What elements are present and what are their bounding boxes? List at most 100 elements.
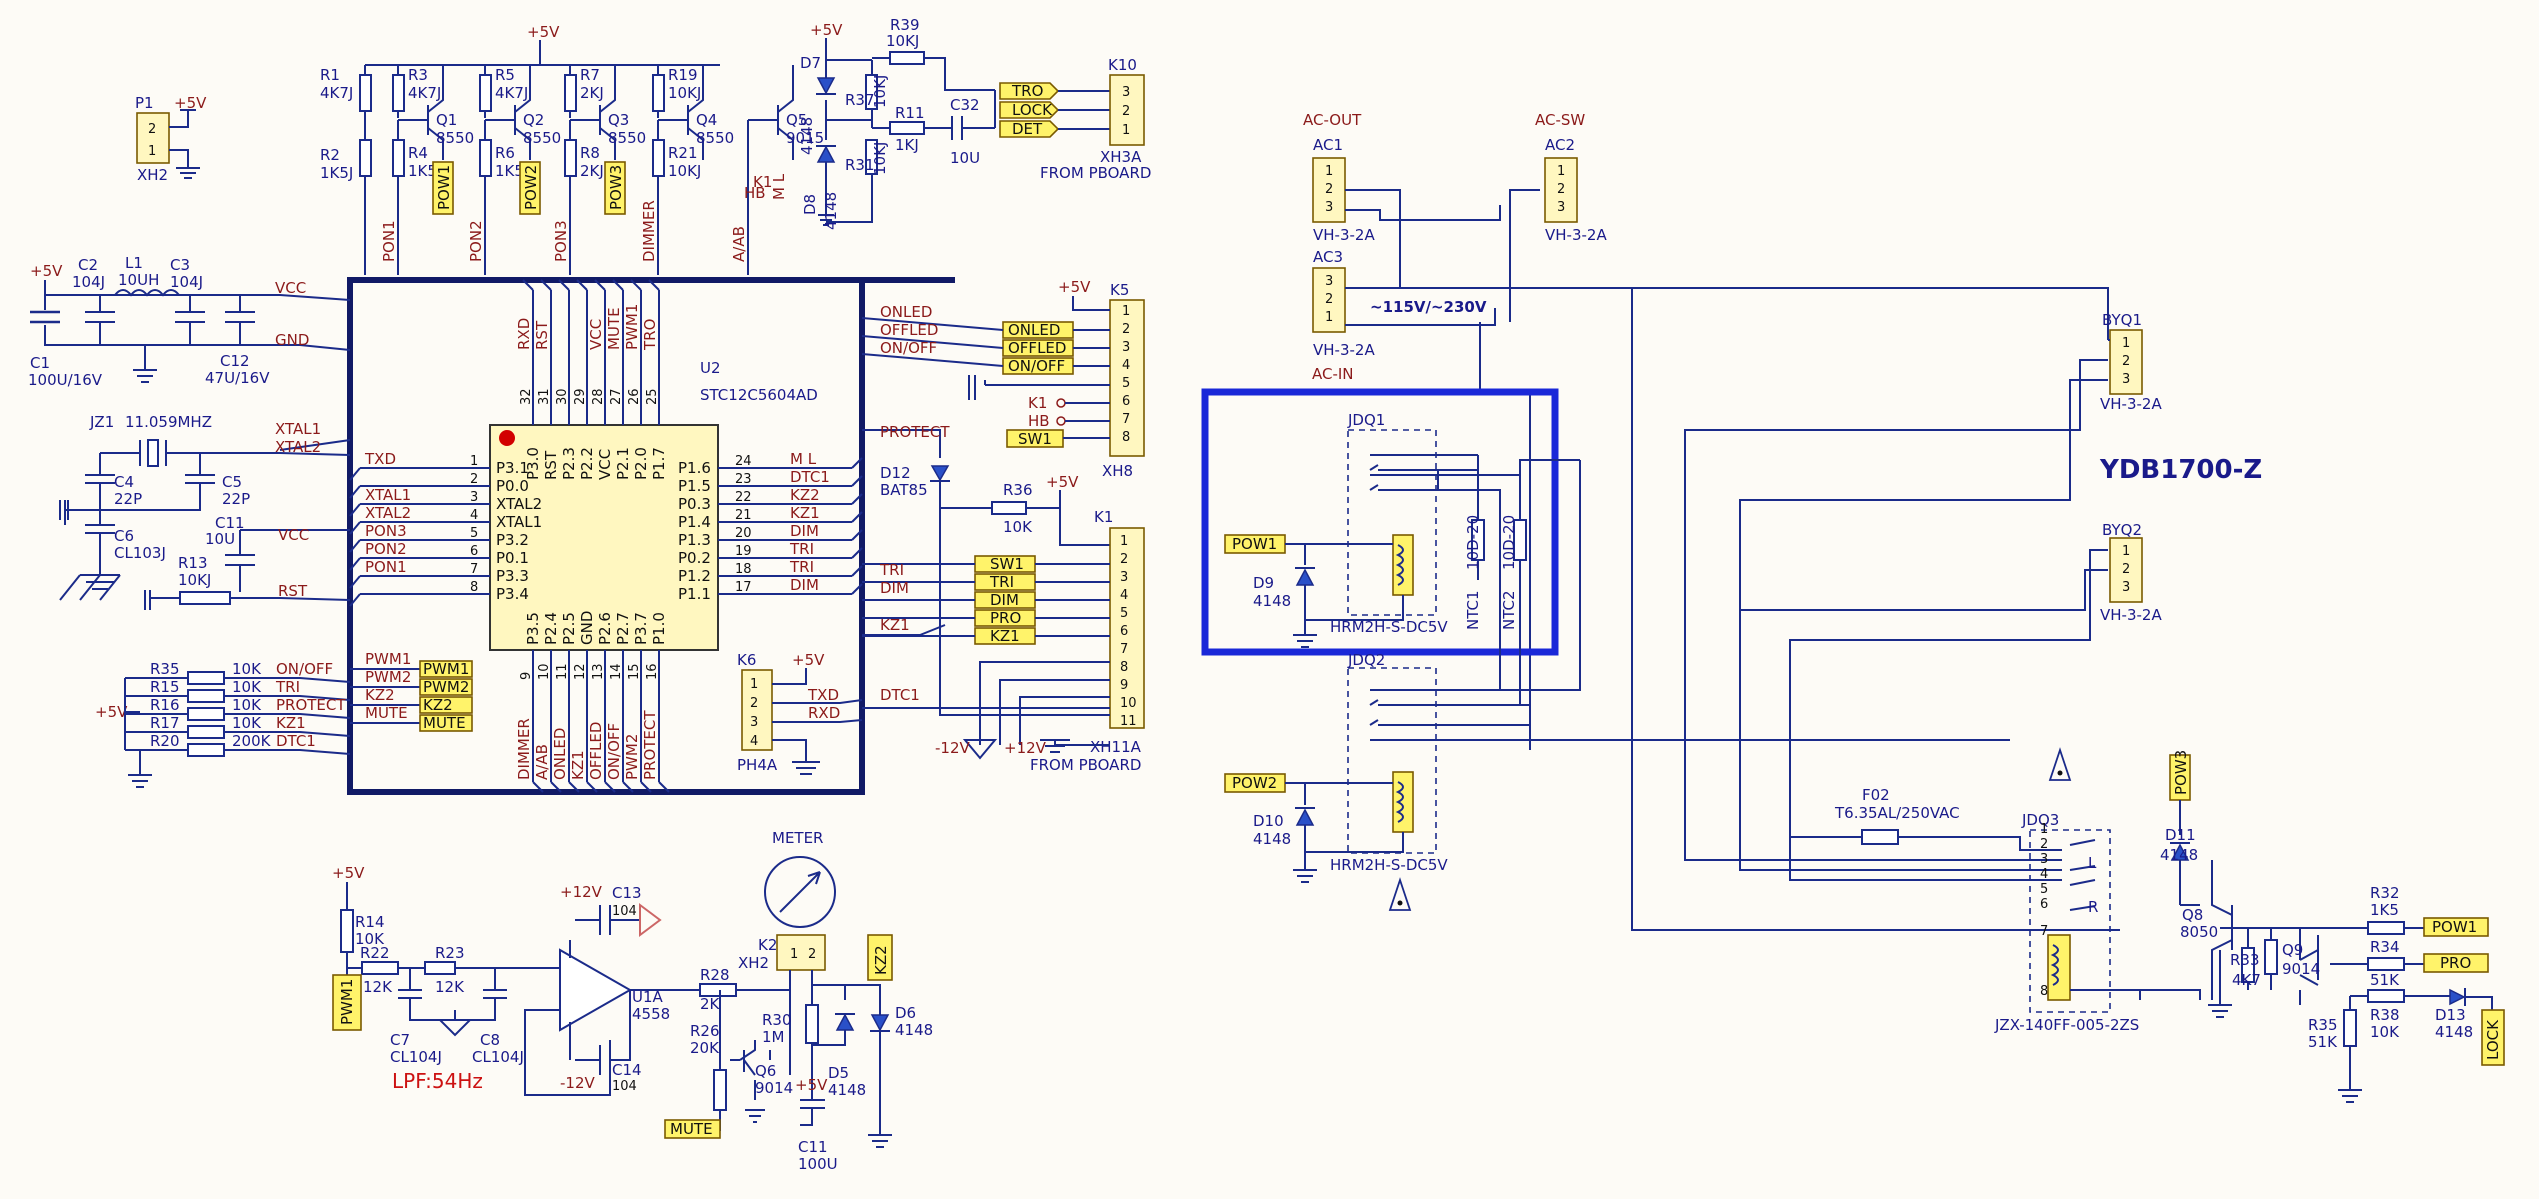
mcu-top-net: MUTE xyxy=(605,307,623,350)
c14-ref: C14 xyxy=(612,1061,642,1079)
c6-val: CL103J xyxy=(114,544,166,562)
r26-val: 20K xyxy=(690,1039,720,1057)
drv-lock-tag: LOCK xyxy=(2484,1019,2502,1060)
k1-tag: TRI xyxy=(989,573,1014,591)
mcu-left-pin-num: 3 xyxy=(470,490,478,505)
mcu-top-pin-name: P3.0 xyxy=(524,447,542,480)
k1-label: K1 xyxy=(753,173,772,191)
r39-val: 10KJ xyxy=(886,32,919,50)
d12-ref: D12 xyxy=(880,464,911,482)
k5-hb: HB xyxy=(1028,412,1050,430)
d6-ref: D6 xyxy=(895,1004,916,1022)
r35-val: 51K xyxy=(2308,1033,2338,1051)
lpf-kz2-tag: KZ2 xyxy=(872,945,890,975)
det-5v: +5V xyxy=(810,21,843,39)
ac2-ref: AC2 xyxy=(1545,136,1575,154)
k10-tag: LOCK xyxy=(1012,101,1053,119)
rbank-ref: R20 xyxy=(150,732,180,750)
mcu-bottom-pin-name: GND xyxy=(578,611,596,645)
k10-pin2: 2 xyxy=(1122,104,1130,119)
k6-pin3: 3 xyxy=(750,715,758,730)
k6-txd: TXD xyxy=(807,686,839,704)
k10-pin3: 3 xyxy=(1122,85,1130,100)
detector-block: +5V D7 4148 D8 4148 R37 10KJ R31 10KJ R3… xyxy=(798,16,1151,230)
d7-val: 4148 xyxy=(798,117,816,155)
hb-label-top: HB xyxy=(744,184,766,202)
mcu-chip: U2 STC12C5604AD xyxy=(489,359,818,651)
k6-rxd: RXD xyxy=(808,704,840,722)
trans-rc-val: 4K7J xyxy=(408,84,441,102)
byq2-pin: 3 xyxy=(2122,580,2130,595)
rbank-ref: R15 xyxy=(150,678,180,696)
k1-note: FROM PBOARD xyxy=(1030,756,1141,774)
jdq3-l: L xyxy=(2088,854,2097,872)
r22-val: 12K xyxy=(363,978,393,996)
r26-ref: R26 xyxy=(690,1022,720,1040)
jdq3-pin: 2 xyxy=(2040,837,2048,852)
ac1-part: VH-3-2A xyxy=(1313,226,1375,244)
jdq3-r: R xyxy=(2088,898,2098,916)
jdq1-pow1-tag: POW1 xyxy=(1232,535,1277,553)
mcu-left-pin-num: 2 xyxy=(470,472,478,487)
d5-5v: +5V xyxy=(795,1076,828,1094)
byq2-pin: 1 xyxy=(2122,544,2130,559)
lpf-note: LPF:54Hz xyxy=(392,1069,483,1093)
q9-ref: Q9 xyxy=(2282,941,2303,959)
mcu-bottom-pin-num: 12 xyxy=(573,663,588,680)
p1-ref: P1 xyxy=(135,94,154,112)
mcu-left-pin-name: P0.0 xyxy=(496,477,529,495)
p1-pin-2: 2 xyxy=(148,122,156,137)
trans-rc-val: 10KJ xyxy=(668,84,701,102)
k2-pin2: 2 xyxy=(808,947,816,962)
highlight-box xyxy=(1201,388,1559,656)
mcu-left-pin-name: P3.2 xyxy=(496,531,529,549)
byq1-ref: BYQ1 xyxy=(2102,311,2142,329)
trans-ref: Q4 xyxy=(696,111,717,129)
trans-re-ref: R8 xyxy=(580,144,600,162)
rbank-ref: R35 xyxy=(150,660,180,678)
mcu-top-pin-name: P1.7 xyxy=(650,447,668,480)
mcu-right-net: KZ1 xyxy=(790,504,820,522)
xtal1-label: XTAL1 xyxy=(275,420,321,438)
mcu-right-pin-num: 21 xyxy=(735,508,752,523)
r32-val: 1K5 xyxy=(2370,901,2399,919)
jdq1-part: HRM2H-S-DC5V xyxy=(1330,618,1448,636)
relay-jdq2: JDQ2 HRM2H-S-DC5V POW2 D10 4148 xyxy=(1224,460,2072,911)
k10-pin1: 1 xyxy=(1122,123,1130,138)
r1-val: 4K7J xyxy=(320,84,353,102)
mcu-left-pin-num: 6 xyxy=(470,544,478,559)
k5-pin: 1 xyxy=(1122,304,1130,319)
mcu-bottom-pin-num: 14 xyxy=(609,663,624,680)
connector-k6: K6 1 2 3 4 PH4A +5V TXD RXD DTC1 KZ1 xyxy=(737,616,1110,775)
trans-rc-ref: R19 xyxy=(668,66,698,84)
mcu-top-pin-num: 27 xyxy=(609,388,624,405)
rbank-net: PROTECT xyxy=(276,696,346,714)
r37-val: 10KJ xyxy=(871,75,889,108)
c5-val: 22P xyxy=(222,490,250,508)
c8-ref: C8 xyxy=(480,1031,500,1049)
rbank-val: 10K xyxy=(232,714,262,732)
c7-ref: C7 xyxy=(390,1031,410,1049)
mcu-top-pin-num: 32 xyxy=(519,388,534,405)
byq2-ref: BYQ2 xyxy=(2102,521,2142,539)
lpf-pwm1-tag: PWM1 xyxy=(338,979,356,1025)
acsw-label: AC-SW xyxy=(1535,111,1585,129)
mcu-top-pin-name: P2.1 xyxy=(614,447,632,480)
k5-pin: 4 xyxy=(1122,358,1130,373)
ac2-pin: 3 xyxy=(1557,200,1565,215)
ac3-pin: 3 xyxy=(1325,274,1333,289)
rbank-tag: MUTE xyxy=(423,714,466,732)
r14-ref: R14 xyxy=(355,913,385,931)
ac1-ref: AC1 xyxy=(1313,136,1343,154)
trans-pow-tag: POW3 xyxy=(607,165,625,210)
r1-ref: R1 xyxy=(320,66,340,84)
top-transistor-row: +5V R1 4K7J R2 1K5J R34K7JQ18550R41K5JPO… xyxy=(320,23,824,275)
lpf-block: +5V R14 10K R22 12K R23 12K PWM1 C7 CL10… xyxy=(332,829,933,1173)
k10-note: FROM PBOARD xyxy=(1040,164,1151,182)
k5-part: XH8 xyxy=(1102,462,1133,480)
mcu-bottom-pin-num: 9 xyxy=(519,672,534,680)
d5-ref: D5 xyxy=(828,1064,849,1082)
rbank-net: DTC1 xyxy=(276,732,316,750)
mcu-bottom-pin-name: P1.0 xyxy=(650,612,668,645)
